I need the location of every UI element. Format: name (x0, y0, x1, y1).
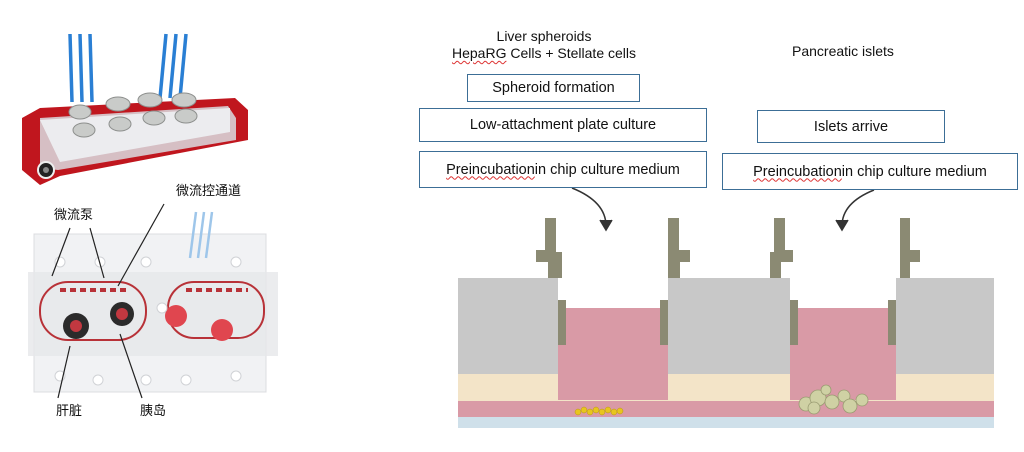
chip-schematic (28, 211, 278, 393)
liver-title: Liver spheroids (496, 28, 592, 44)
channel-label: 微流控通道 (176, 184, 242, 199)
pancreatic-islets (798, 384, 869, 415)
step-preincubation-liver: Preincubation in chip culture medium (419, 151, 707, 188)
chip-red-frame (22, 98, 248, 185)
step-spheroid-formation: Spheroid formation (467, 74, 640, 102)
liver-cells-subtitle: HepaRG Cells + Stellate cells (451, 45, 637, 61)
pump-label: 微流泵 (54, 208, 94, 223)
leader-lines (51, 203, 165, 399)
pancreatic-title: Pancreatic islets (792, 43, 894, 59)
islet-label: 胰岛 (140, 404, 167, 419)
tube-icon (68, 33, 188, 103)
culture-cross-section (458, 218, 994, 428)
liver-spheroids (574, 406, 624, 416)
pump-heads (68, 92, 198, 138)
step-preincubation-islets: Preincubation in chip culture medium (722, 153, 1018, 190)
arrow-curved-icon (571, 187, 875, 232)
step-low-attachment: Low-attachment plate culture (419, 108, 707, 142)
liver-label: 肝脏 (56, 404, 83, 419)
step-islets-arrive: Islets arrive (757, 110, 945, 143)
